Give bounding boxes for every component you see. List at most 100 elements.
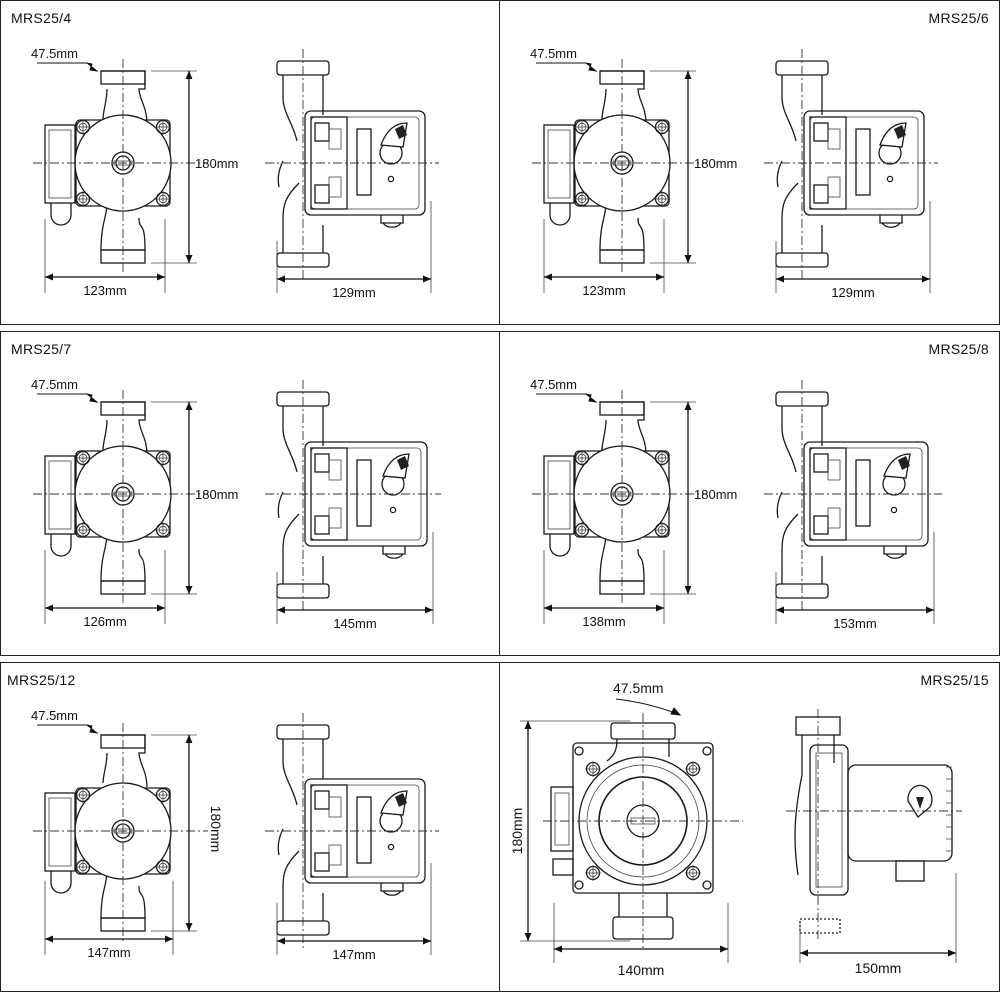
arrow-head: [165, 935, 173, 943]
arrow-head: [554, 945, 562, 953]
cable-gland: [895, 860, 925, 882]
flange-dimension-label: 47.5mm: [31, 377, 78, 392]
display-window: [855, 459, 871, 527]
cable-gland: [380, 883, 404, 896]
leader-arrow: [86, 393, 99, 403]
panel-title: MRS25/15: [920, 672, 989, 688]
cable-gland: [50, 534, 72, 557]
front-width-label: 123mm: [582, 283, 625, 298]
height-dimension-label: 180mm: [509, 808, 525, 855]
display-window: [855, 128, 871, 196]
arrow-head: [524, 933, 532, 941]
terminal-box: [44, 455, 76, 535]
upper-pipe: [101, 401, 148, 455]
arrow-head: [922, 275, 930, 283]
arrow-head: [423, 275, 431, 283]
front-width-label: 140mm: [618, 962, 665, 978]
upper-pipe: [101, 70, 148, 124]
panel-title: MRS25/8: [928, 341, 989, 357]
leader-arrow: [585, 62, 598, 72]
panel-mrs25-12: MRS25/12 47.5mm 180mm 147mm 147mm: [0, 662, 501, 992]
arrow-head: [45, 604, 53, 612]
pump-drawing: 47.5mm 180mm 123mm 129mm: [530, 46, 938, 300]
pipe: [282, 182, 324, 253]
arrow-head: [185, 255, 193, 263]
leader-arrow: [585, 393, 598, 403]
cable-gland: [549, 203, 571, 226]
arrow-head: [45, 273, 53, 281]
arrow-head: [800, 949, 808, 957]
pipe: [282, 75, 324, 142]
arrow-head: [157, 604, 165, 612]
cable-gland: [382, 546, 406, 559]
arrow-head: [684, 71, 692, 79]
cable-gland: [50, 871, 72, 894]
panel-title: MRS25/12: [7, 672, 76, 688]
pipe: [781, 406, 823, 473]
height-dimension-label: 180mm: [208, 806, 224, 853]
flange-dimension-label: 47.5mm: [530, 46, 577, 61]
cable-gland: [883, 546, 907, 559]
upper-pipe: [606, 738, 670, 762]
pipe: [781, 182, 823, 253]
arrow-head: [277, 275, 285, 283]
height-dimension-label: 180mm: [694, 156, 737, 171]
arrow-head: [684, 402, 692, 410]
arrow-head: [423, 937, 431, 945]
cable-gland: [50, 203, 72, 226]
panel-title: MRS25/7: [11, 341, 72, 357]
front-width-label: 138mm: [582, 614, 625, 629]
flange-dimension-label: 47.5mm: [31, 708, 78, 723]
height-dimension-label: 180mm: [195, 156, 238, 171]
leader-arrow: [86, 62, 99, 72]
arrow-head: [776, 606, 784, 614]
side-width-label: 150mm: [855, 960, 902, 976]
arrow-head: [684, 255, 692, 263]
side-width-label: 145mm: [333, 616, 376, 631]
arrow-head: [277, 937, 285, 945]
upper-pipe: [600, 70, 647, 124]
pipe: [781, 75, 823, 142]
arrow-head: [776, 275, 784, 283]
thread: [799, 918, 841, 934]
arrow-head: [720, 945, 728, 953]
arrow-head: [185, 735, 193, 743]
arrow-head: [656, 273, 664, 281]
front-width-label: 147mm: [87, 945, 130, 960]
arrow-head: [425, 606, 433, 614]
display-window: [356, 796, 372, 864]
arrow-head: [185, 586, 193, 594]
front-width-label: 126mm: [83, 614, 126, 629]
leader-arrow: [86, 724, 99, 734]
panel-title: MRS25/6: [928, 10, 989, 26]
terminal-box: [550, 786, 574, 852]
arrow-head: [926, 606, 934, 614]
side-width-label: 147mm: [332, 947, 375, 962]
leader-arrow: [670, 707, 682, 716]
pipe: [781, 513, 823, 584]
arrow-head: [277, 606, 285, 614]
front-width-label: 123mm: [83, 283, 126, 298]
arrow-head: [185, 71, 193, 79]
side-width-label: 129mm: [831, 285, 874, 300]
display-window: [356, 459, 372, 527]
display-window: [356, 128, 372, 196]
terminal-box: [543, 124, 575, 204]
cable-gland: [380, 215, 404, 228]
pipe: [794, 735, 835, 876]
pump-drawing: 47.5mm 180mm 147mm 147mm: [31, 708, 439, 962]
motor-block: [847, 764, 953, 862]
pipe: [282, 739, 324, 806]
arrow-head: [948, 949, 956, 957]
arrow-head: [524, 721, 532, 729]
arrow-head: [544, 604, 552, 612]
arrow-head: [185, 923, 193, 931]
panel-title: MRS25/4: [11, 10, 72, 26]
